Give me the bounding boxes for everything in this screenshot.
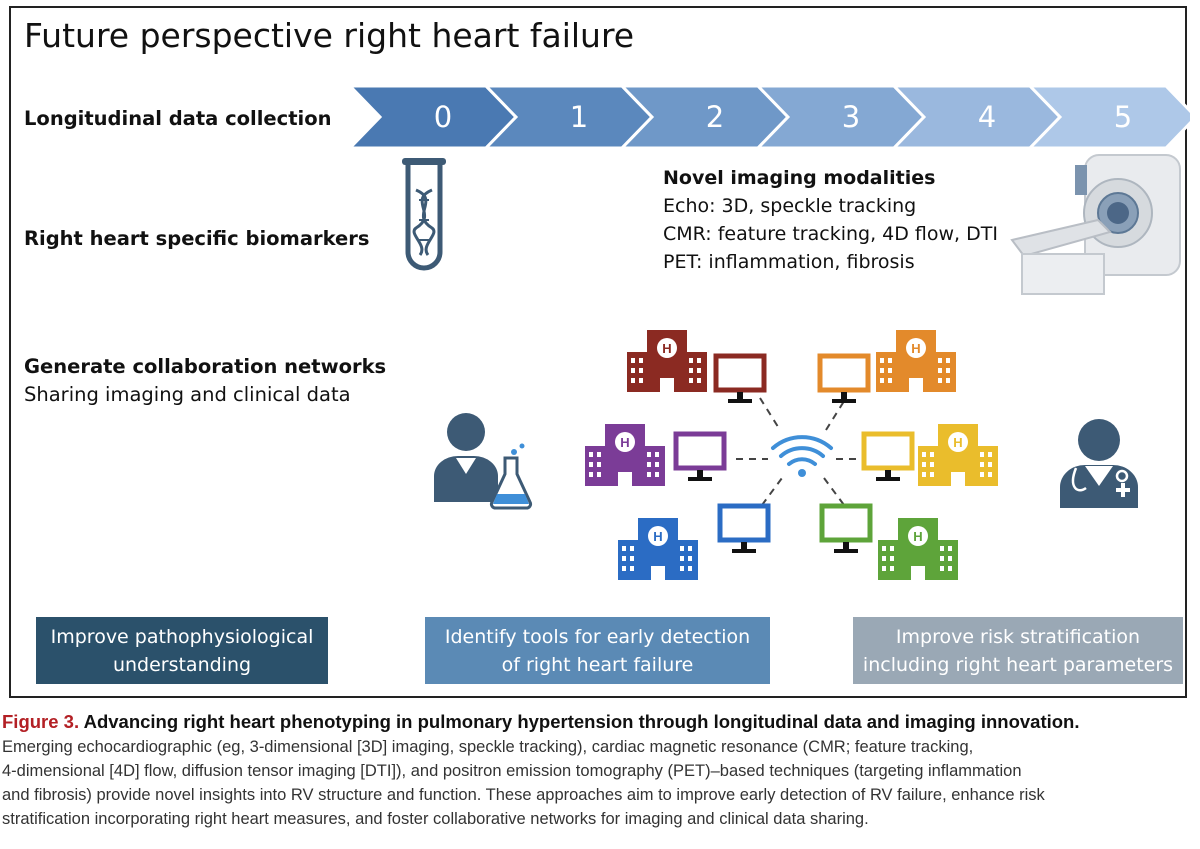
dark-red-hospital-icon: H [627, 330, 707, 392]
green-hospital-icon: H [878, 518, 958, 580]
imaging-line-cmr: CMR: feature tracking, 4D flow, DTI [663, 223, 998, 245]
orange-hospital-icon: H [876, 330, 956, 392]
dna-test-tube-icon [402, 158, 446, 271]
goal-box-early-detection-line-1: Identify tools for early detection [444, 625, 751, 648]
goal-box-pathophysiology-line-1: Improve pathophysiological [50, 625, 314, 648]
caption-line-3: and fibrosis) provide novel insights int… [2, 786, 1045, 804]
timeline-label-3: 3 [842, 100, 860, 134]
timeline-label-4: 4 [978, 100, 996, 134]
blue-monitor-icon [717, 503, 771, 553]
goal-box-risk-stratification-line-2: including right heart parameters [862, 653, 1174, 676]
svg-text:H: H [662, 341, 671, 356]
figure-title: Future perspective right heart failure [24, 16, 635, 55]
imaging-heading: Novel imaging modalities [663, 167, 936, 189]
row-label-biomarkers: Right heart specific biomarkers [24, 227, 370, 250]
timeline-label-5: 5 [1114, 100, 1132, 134]
blue-hospital-icon: H [618, 518, 698, 580]
row-label-networks-sub: Sharing imaging and clinical data [24, 383, 351, 406]
imaging-line-pet: PET: inflammation, fibrosis [663, 251, 915, 273]
flask-icon [489, 443, 533, 510]
timeline-label-2: 2 [706, 100, 724, 134]
dark-red-monitor-icon [713, 353, 767, 403]
figure-caption: Figure 3. Advancing right heart phenotyp… [2, 711, 1196, 831]
mri-scanner-icon [1010, 154, 1181, 295]
caption-figure-label: Figure 3. [2, 711, 80, 732]
caption-line-2: 4-dimensional [4D] flow, diffusion tenso… [2, 762, 1022, 780]
researcher-icon [434, 413, 533, 510]
row-label-networks: Generate collaboration networks [24, 355, 387, 378]
svg-text:H: H [913, 529, 922, 544]
timeline-label-0: 0 [434, 100, 452, 134]
purple-monitor-icon [673, 431, 727, 481]
goal-box-early-detection-line-2: of right heart failure [501, 653, 694, 676]
caption-body: Emerging echocardiographic (eg, 3-dimens… [2, 735, 1196, 831]
svg-text:H: H [620, 435, 629, 450]
row-label-longitudinal: Longitudinal data collection [24, 107, 332, 130]
timeline-arrows: 0 1 2 3 4 5 [350, 86, 1190, 150]
green-monitor-icon [819, 503, 873, 553]
goal-box-pathophysiology: Improve pathophysiological understanding [36, 617, 328, 684]
goal-box-pathophysiology-line-2: understanding [112, 653, 252, 676]
svg-text:H: H [953, 435, 962, 450]
network-links [736, 397, 860, 506]
timeline-label-1: 1 [570, 100, 588, 134]
orange-monitor-icon [817, 353, 871, 403]
goal-box-early-detection: Identify tools for early detection of ri… [425, 617, 770, 684]
caption-line-4: stratification incorporating right heart… [2, 810, 869, 828]
timeline-chevron-5 [1026, 86, 1190, 150]
imaging-modalities: Novel imaging modalities Echo: 3D, speck… [663, 164, 998, 276]
doctor-icon [1060, 419, 1138, 508]
yellow-monitor-icon [861, 431, 915, 481]
yellow-hospital-icon: H [918, 424, 998, 486]
svg-text:H: H [653, 529, 662, 544]
caption-line-1: Emerging echocardiographic (eg, 3-dimens… [2, 738, 974, 756]
goal-box-risk-stratification: Improve risk stratification including ri… [853, 617, 1183, 684]
caption-title: Advancing right heart phenotyping in pul… [83, 711, 1080, 732]
icons-layer: H H H H H H [402, 154, 1181, 580]
purple-hospital-icon: H [585, 424, 665, 486]
svg-text:H: H [911, 341, 920, 356]
goal-box-risk-stratification-line-1: Improve risk stratification [895, 625, 1141, 648]
caption-title-line: Figure 3. Advancing right heart phenotyp… [2, 711, 1196, 733]
imaging-line-echo: Echo: 3D, speckle tracking [663, 195, 917, 217]
wifi-icon [771, 435, 833, 477]
